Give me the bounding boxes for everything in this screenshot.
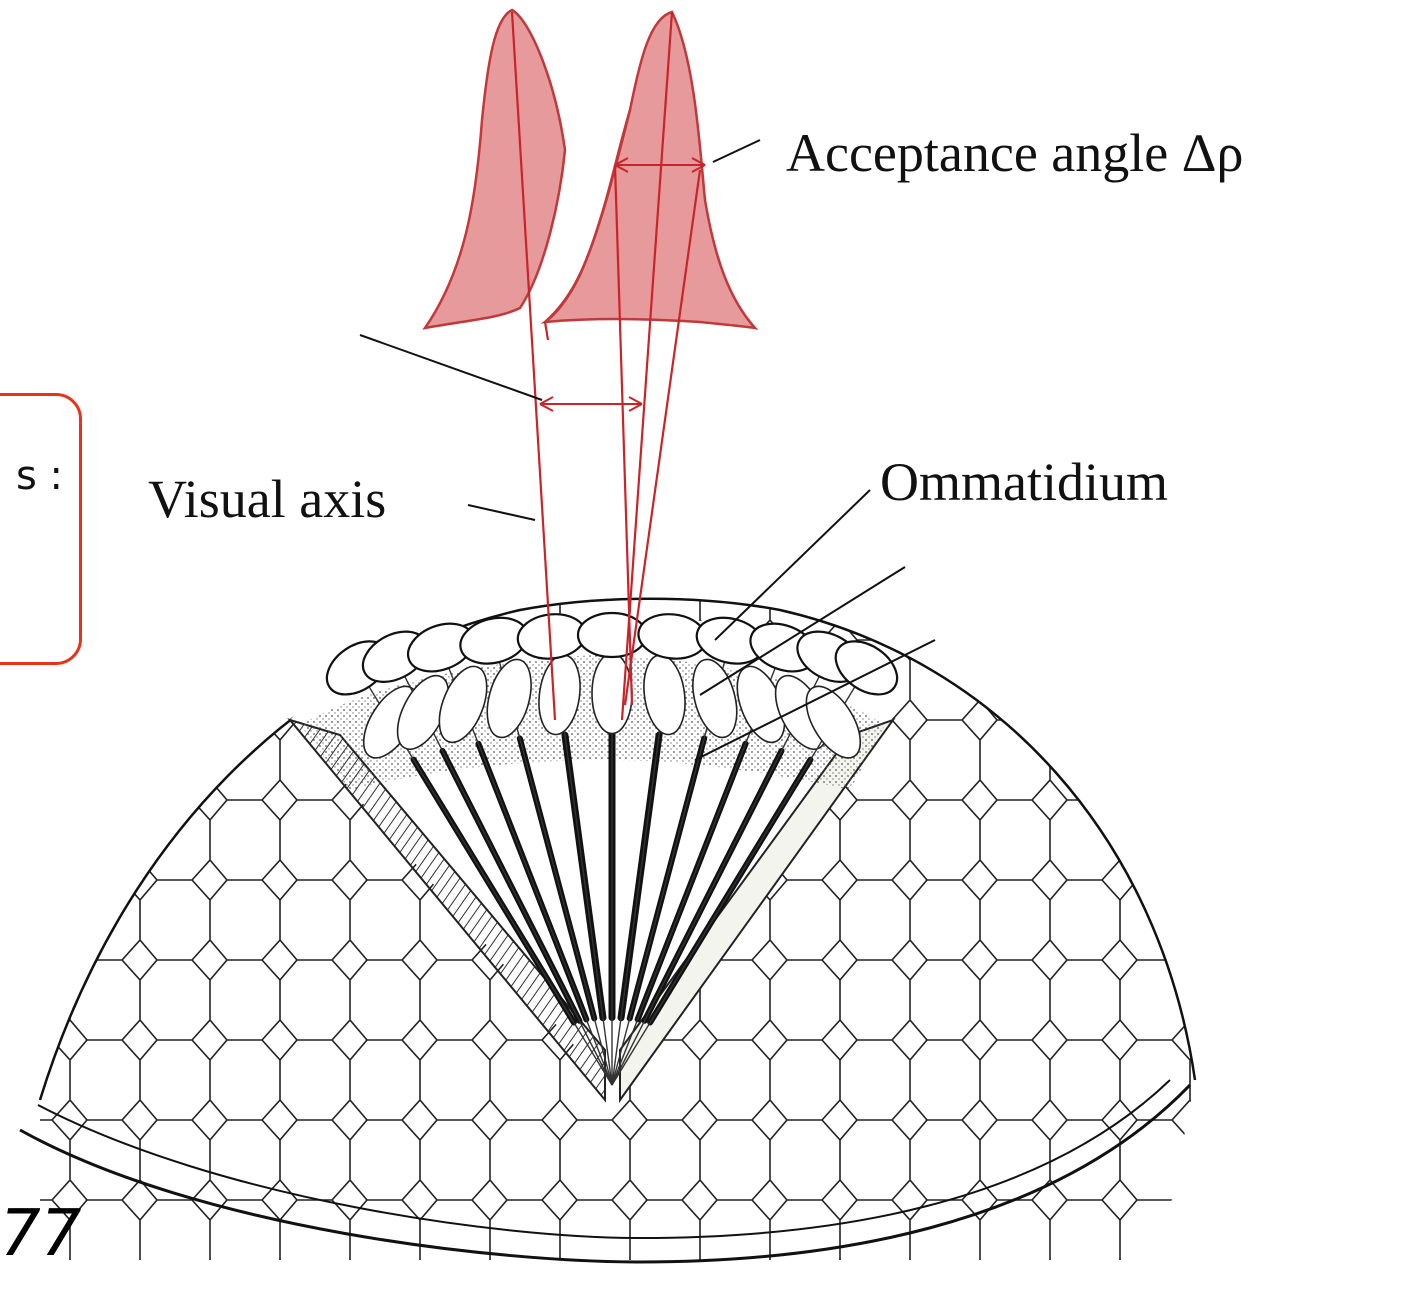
callout-text: s : <box>16 453 63 499</box>
visual-axis-label: Visual axis <box>148 472 386 526</box>
callout-box <box>0 393 82 665</box>
interommatidial-angle-arrow <box>540 397 642 411</box>
acceptance-curves <box>425 10 755 328</box>
acceptance-leader <box>713 140 760 162</box>
visual-axis-leader <box>468 505 535 520</box>
interommatidial-leader <box>360 335 542 400</box>
ommatidium-label: Ommatidium <box>880 455 1168 509</box>
acceptance-curve-left <box>425 10 565 328</box>
acceptance-angle-label: Acceptance angle Δρ <box>786 126 1243 180</box>
page-number-fragment: 77 <box>0 1197 81 1271</box>
